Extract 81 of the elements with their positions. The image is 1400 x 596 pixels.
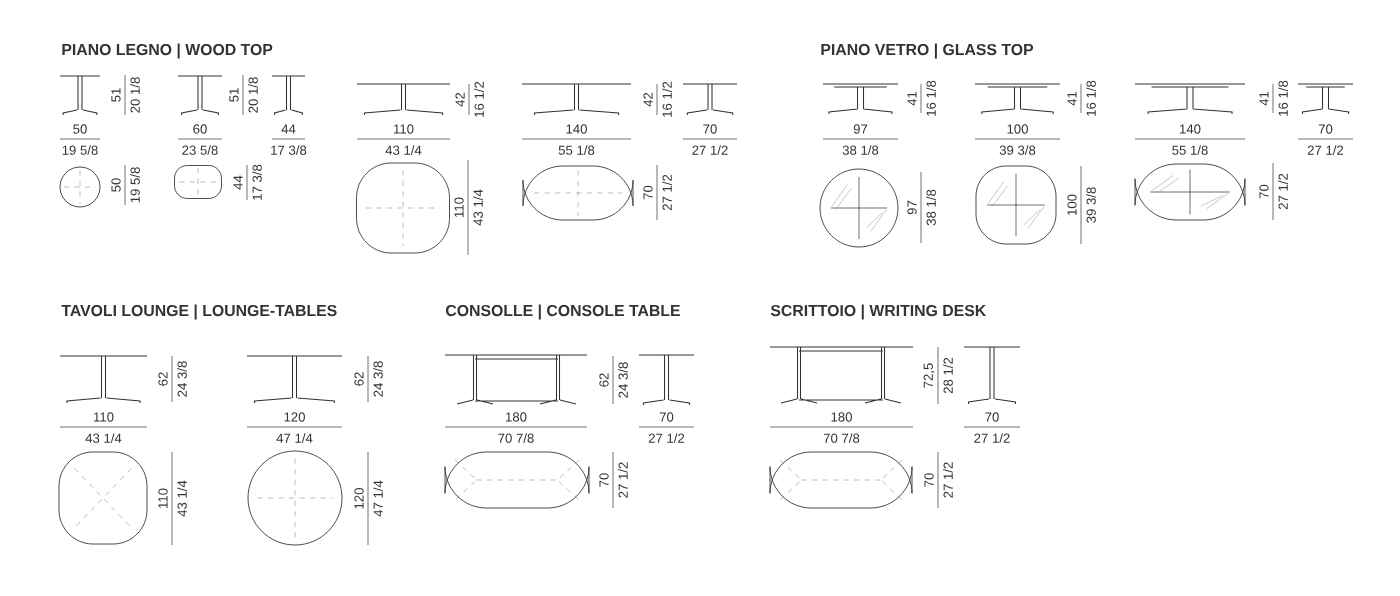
section-heading: PIANO VETRO | GLASS TOP	[821, 43, 1034, 59]
dimension-text: 70	[703, 124, 717, 134]
dimension-text: 47 1/4	[276, 433, 313, 443]
dimension-text: 55 1/8	[1172, 145, 1208, 155]
dimension-text: 44	[281, 124, 296, 134]
dimension-text: 47 1/4	[373, 480, 383, 517]
dimension-text: 17 3/8	[252, 164, 262, 200]
dimension-text: 110	[94, 412, 114, 422]
dimension-text: 44	[233, 175, 243, 190]
section-heading: SCRITTOIO | WRITING DESK	[770, 304, 987, 320]
section-heading: CONSOLLE | CONSOLE TABLE	[446, 304, 680, 320]
dimension-text: 120	[284, 412, 305, 422]
dimension-text: 42	[455, 92, 465, 107]
dimension-text: 17 3/8	[271, 145, 307, 155]
dimension-text: 43 1/4	[385, 145, 422, 155]
dimension-text: 180	[506, 412, 527, 422]
dimension-text: 180	[831, 412, 852, 422]
dimension-text: 97	[853, 124, 868, 134]
dimension-text: 43 1/4	[177, 480, 187, 517]
dimension-text: 50	[111, 178, 121, 192]
dimension-text: 62	[599, 373, 609, 387]
dimension-text: 42	[643, 92, 653, 107]
dimension-text: 28 1/2	[943, 357, 953, 394]
dimension-text: 19 5/8	[62, 145, 98, 155]
dimension-text: 110	[158, 488, 168, 508]
dimension-text: 39 3/8	[999, 145, 1036, 155]
dimension-text: 43 1/4	[85, 433, 122, 443]
dimension-text: 38 1/8	[926, 189, 936, 226]
dimension-text: 72,5	[923, 363, 935, 388]
dimension-text: 97	[907, 200, 917, 215]
dimension-text: 16 1/2	[474, 81, 484, 117]
dimension-text: 20 1/8	[130, 77, 140, 113]
dimension-text: 16 1/8	[1086, 80, 1096, 116]
dimension-text: 27 1/2	[1278, 173, 1288, 210]
dimension-text: 60	[193, 124, 207, 134]
dimension-text: 55 1/8	[558, 145, 595, 155]
section-heading: TAVOLI LOUNGE | LOUNGE-TABLES	[61, 304, 337, 320]
dimension-text: 70	[599, 473, 609, 487]
dimension-text: 27 1/2	[662, 174, 672, 211]
dimension-text: 62	[354, 372, 364, 386]
dimension-text: 27 1/2	[974, 433, 1010, 443]
section-heading: PIANO LEGNO | WOOD TOP	[62, 43, 273, 59]
dimension-text: 62	[158, 372, 168, 386]
dimension-text: 70	[985, 412, 999, 422]
dimension-text: 24 3/8	[373, 361, 383, 397]
dimension-text: 70 7/8	[823, 433, 860, 443]
dimension-text: 41	[1067, 91, 1077, 106]
dimension-text: 100	[1007, 124, 1028, 134]
dimension-text: 24 3/8	[177, 361, 187, 397]
dimension-text: 41	[907, 91, 917, 106]
dimension-text: 41	[1259, 91, 1269, 106]
dimension-text: 70	[924, 473, 934, 487]
dimension-text: 70	[1259, 184, 1269, 199]
dimension-text: 16 1/8	[926, 80, 936, 116]
dimension-text: 39 3/8	[1086, 187, 1096, 223]
dimension-text: 20 1/8	[248, 77, 258, 113]
dimension-text: 51	[111, 88, 121, 102]
dimension-text: 140	[1180, 124, 1201, 134]
dimension-text: 27 1/2	[1307, 145, 1344, 155]
dimension-text: 50	[73, 124, 87, 134]
dimension-text: 16 1/2	[662, 81, 672, 117]
dimension-text: 27 1/2	[648, 433, 685, 443]
dimension-text: 23 5/8	[182, 145, 218, 155]
dimension-text: 38 1/8	[842, 145, 879, 155]
dimension-text: 100	[1067, 194, 1077, 215]
dimension-text: 140	[566, 124, 587, 134]
dimension-text: 120	[354, 488, 364, 509]
dimension-text: 110	[454, 197, 464, 217]
dimension-text: 70 7/8	[498, 433, 534, 443]
dimension-text: 16 1/8	[1278, 80, 1288, 116]
dimension-text: 27 1/2	[618, 462, 628, 498]
dimension-text: 70	[643, 185, 653, 200]
dimension-text: 110	[394, 124, 414, 134]
dimension-text: 27 1/2	[943, 462, 953, 498]
dimension-text: 19 5/8	[130, 167, 140, 203]
dimension-text: 51	[229, 88, 239, 102]
dimension-text: 27 1/2	[692, 145, 728, 155]
dimension-text: 70	[1318, 124, 1333, 134]
dimension-text: 43 1/4	[473, 189, 483, 226]
dimension-text: 70	[659, 412, 674, 422]
dimension-text: 24 3/8	[618, 362, 628, 398]
